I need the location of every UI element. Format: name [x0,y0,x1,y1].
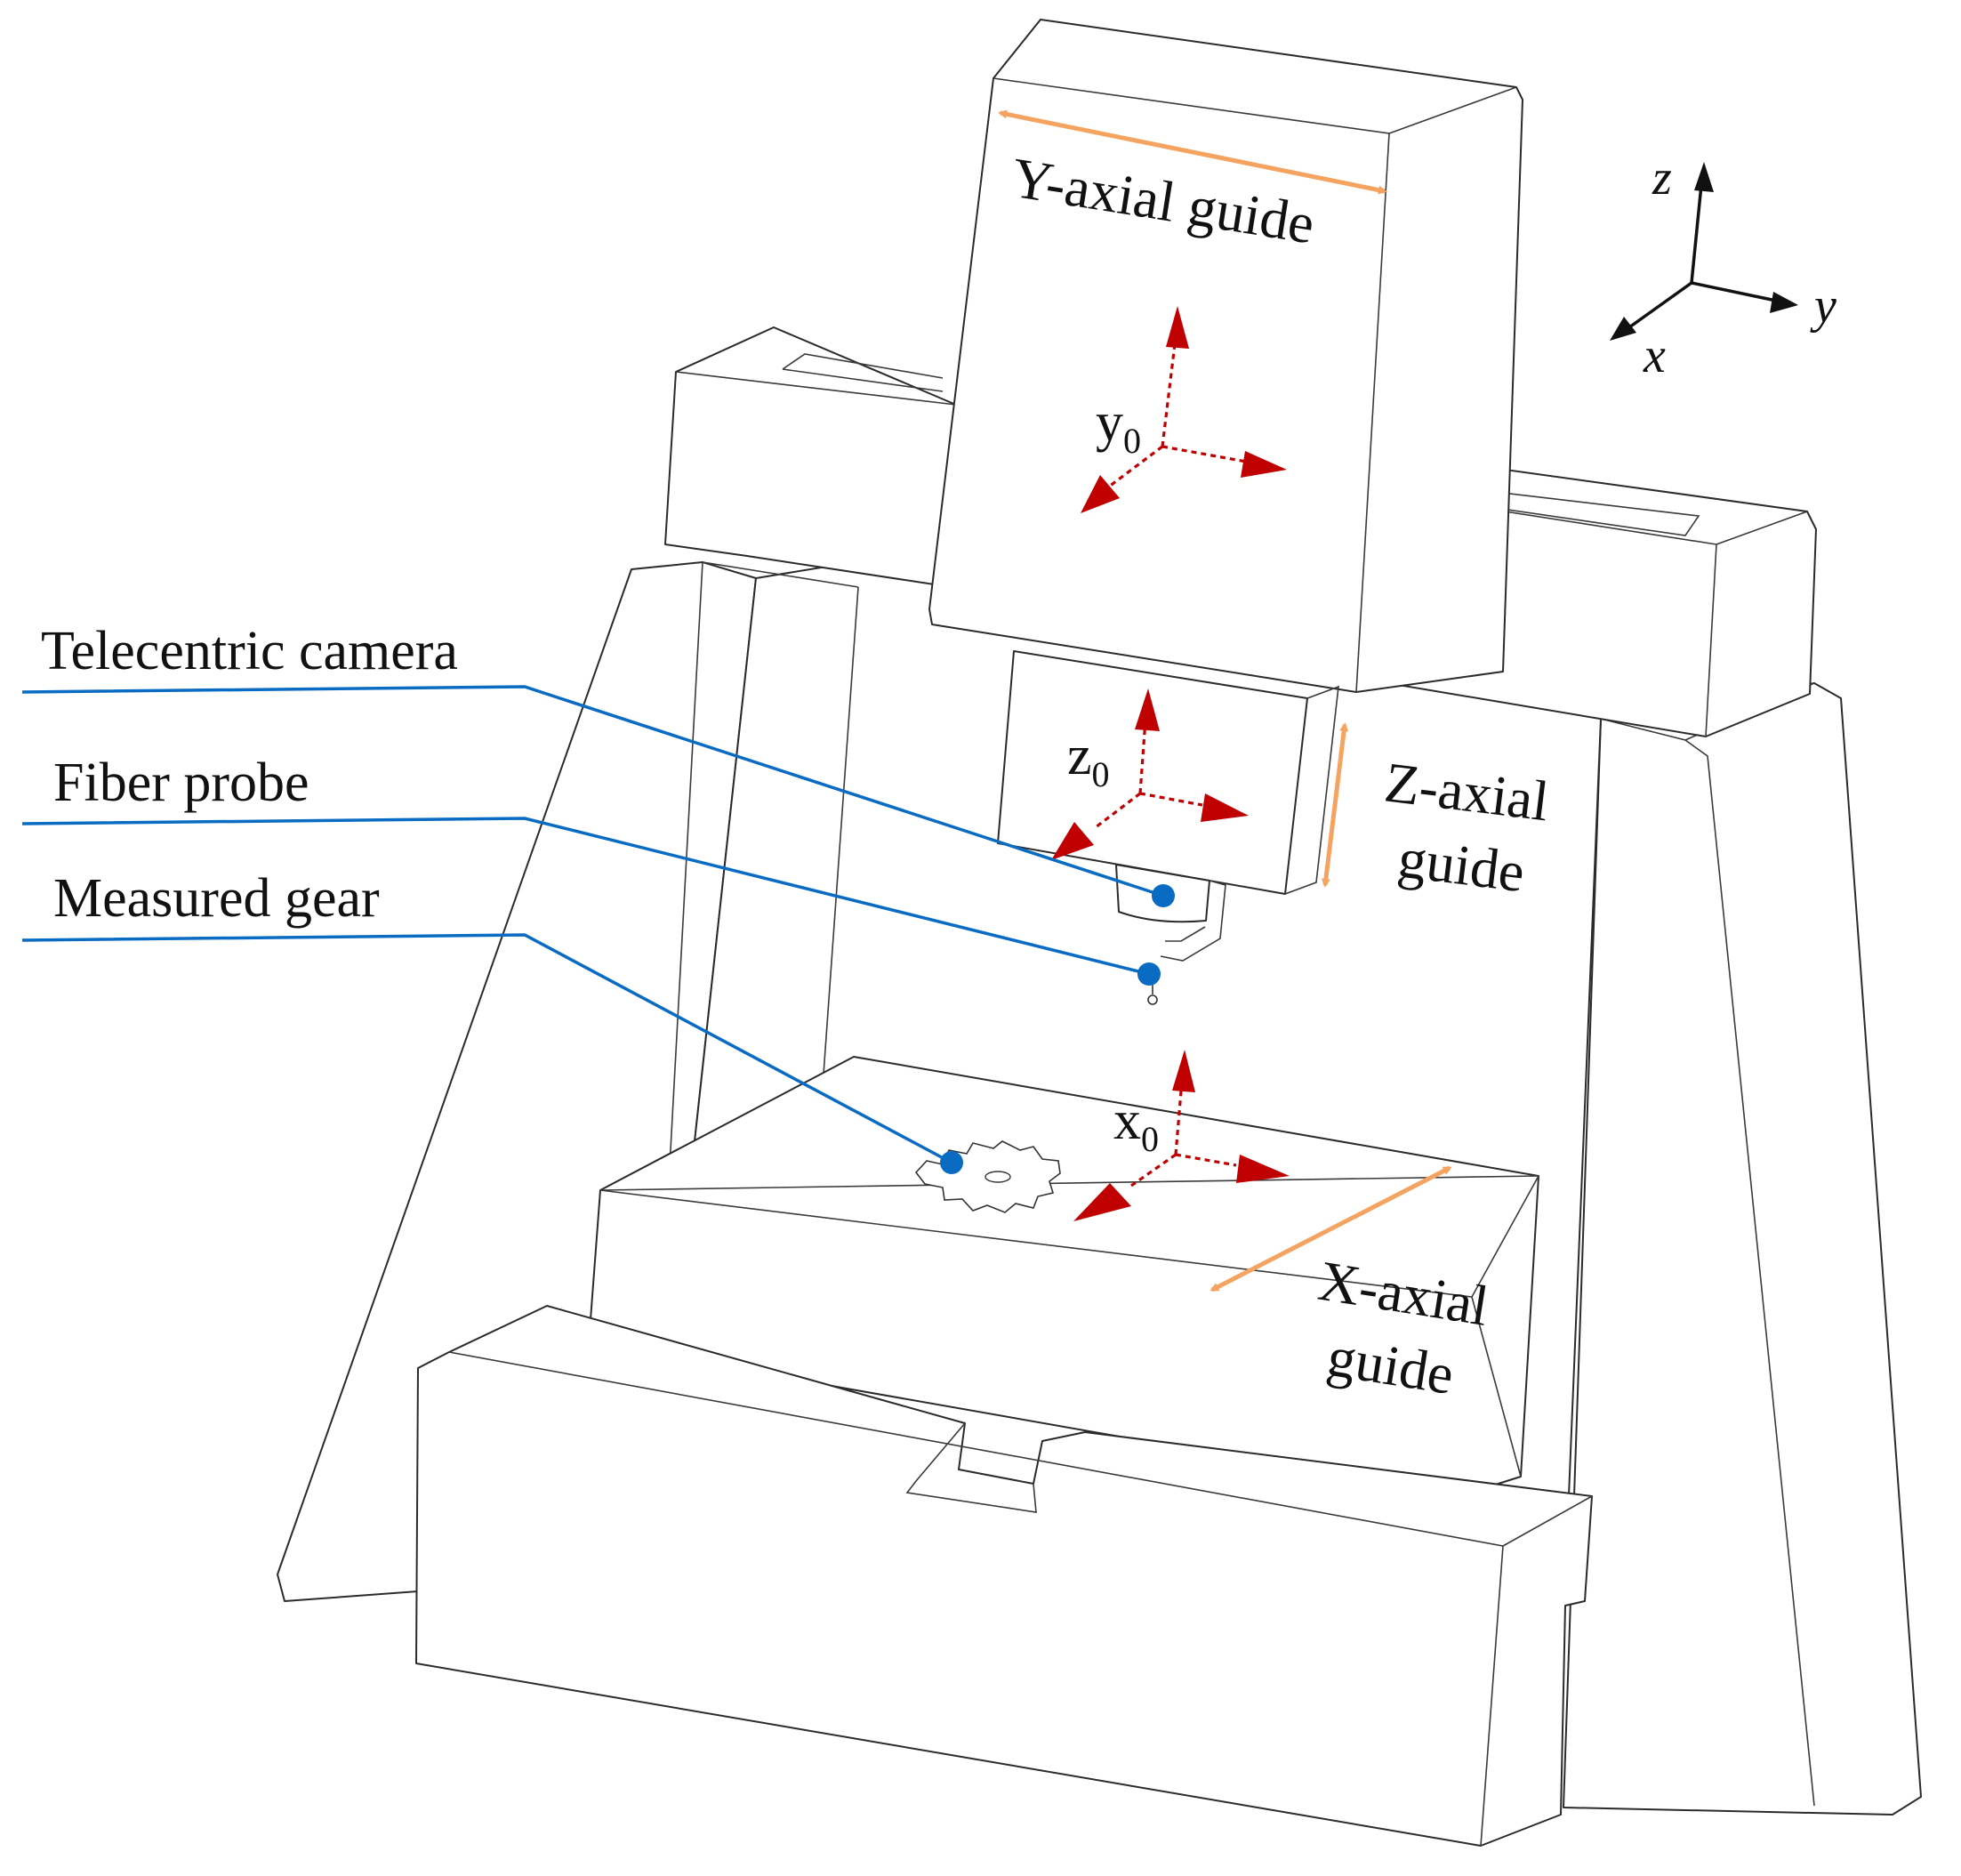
callout-measured-gear [21,933,963,1174]
x-guide-arrow [1210,1165,1452,1292]
label-telecentric-camera: Telecentric camera [41,621,458,681]
machine-base [415,1305,1593,1847]
frame-label-z0: z0 [1067,726,1110,794]
y-guide-arrow [998,109,1387,195]
callout-telecentric-camera [21,685,1175,907]
label-z-axial-guide-2: guide [1394,825,1528,904]
global-axis-label-z: z [1652,150,1672,205]
global-axis-triad [1610,162,1798,341]
label-fiber-probe: Fiber probe [53,753,309,813]
y0-frame-triad [1081,306,1287,513]
callout-fiber-probe [21,817,1161,986]
global-axis-label-x: x [1643,328,1666,383]
z-guide-arrow [1321,722,1349,888]
right-pillar [1563,682,1922,1816]
z0-frame-triad [1051,688,1249,860]
frame-label-x0: x0 [1113,1091,1159,1159]
left-crossbar-block [664,326,957,588]
global-axis-label-y: y [1810,278,1836,334]
label-measured-gear: Measured gear [53,868,380,929]
y-axial-carriage [928,19,1523,693]
frame-label-y0: y0 [1096,392,1141,461]
x0-frame-triad [1073,1050,1290,1221]
